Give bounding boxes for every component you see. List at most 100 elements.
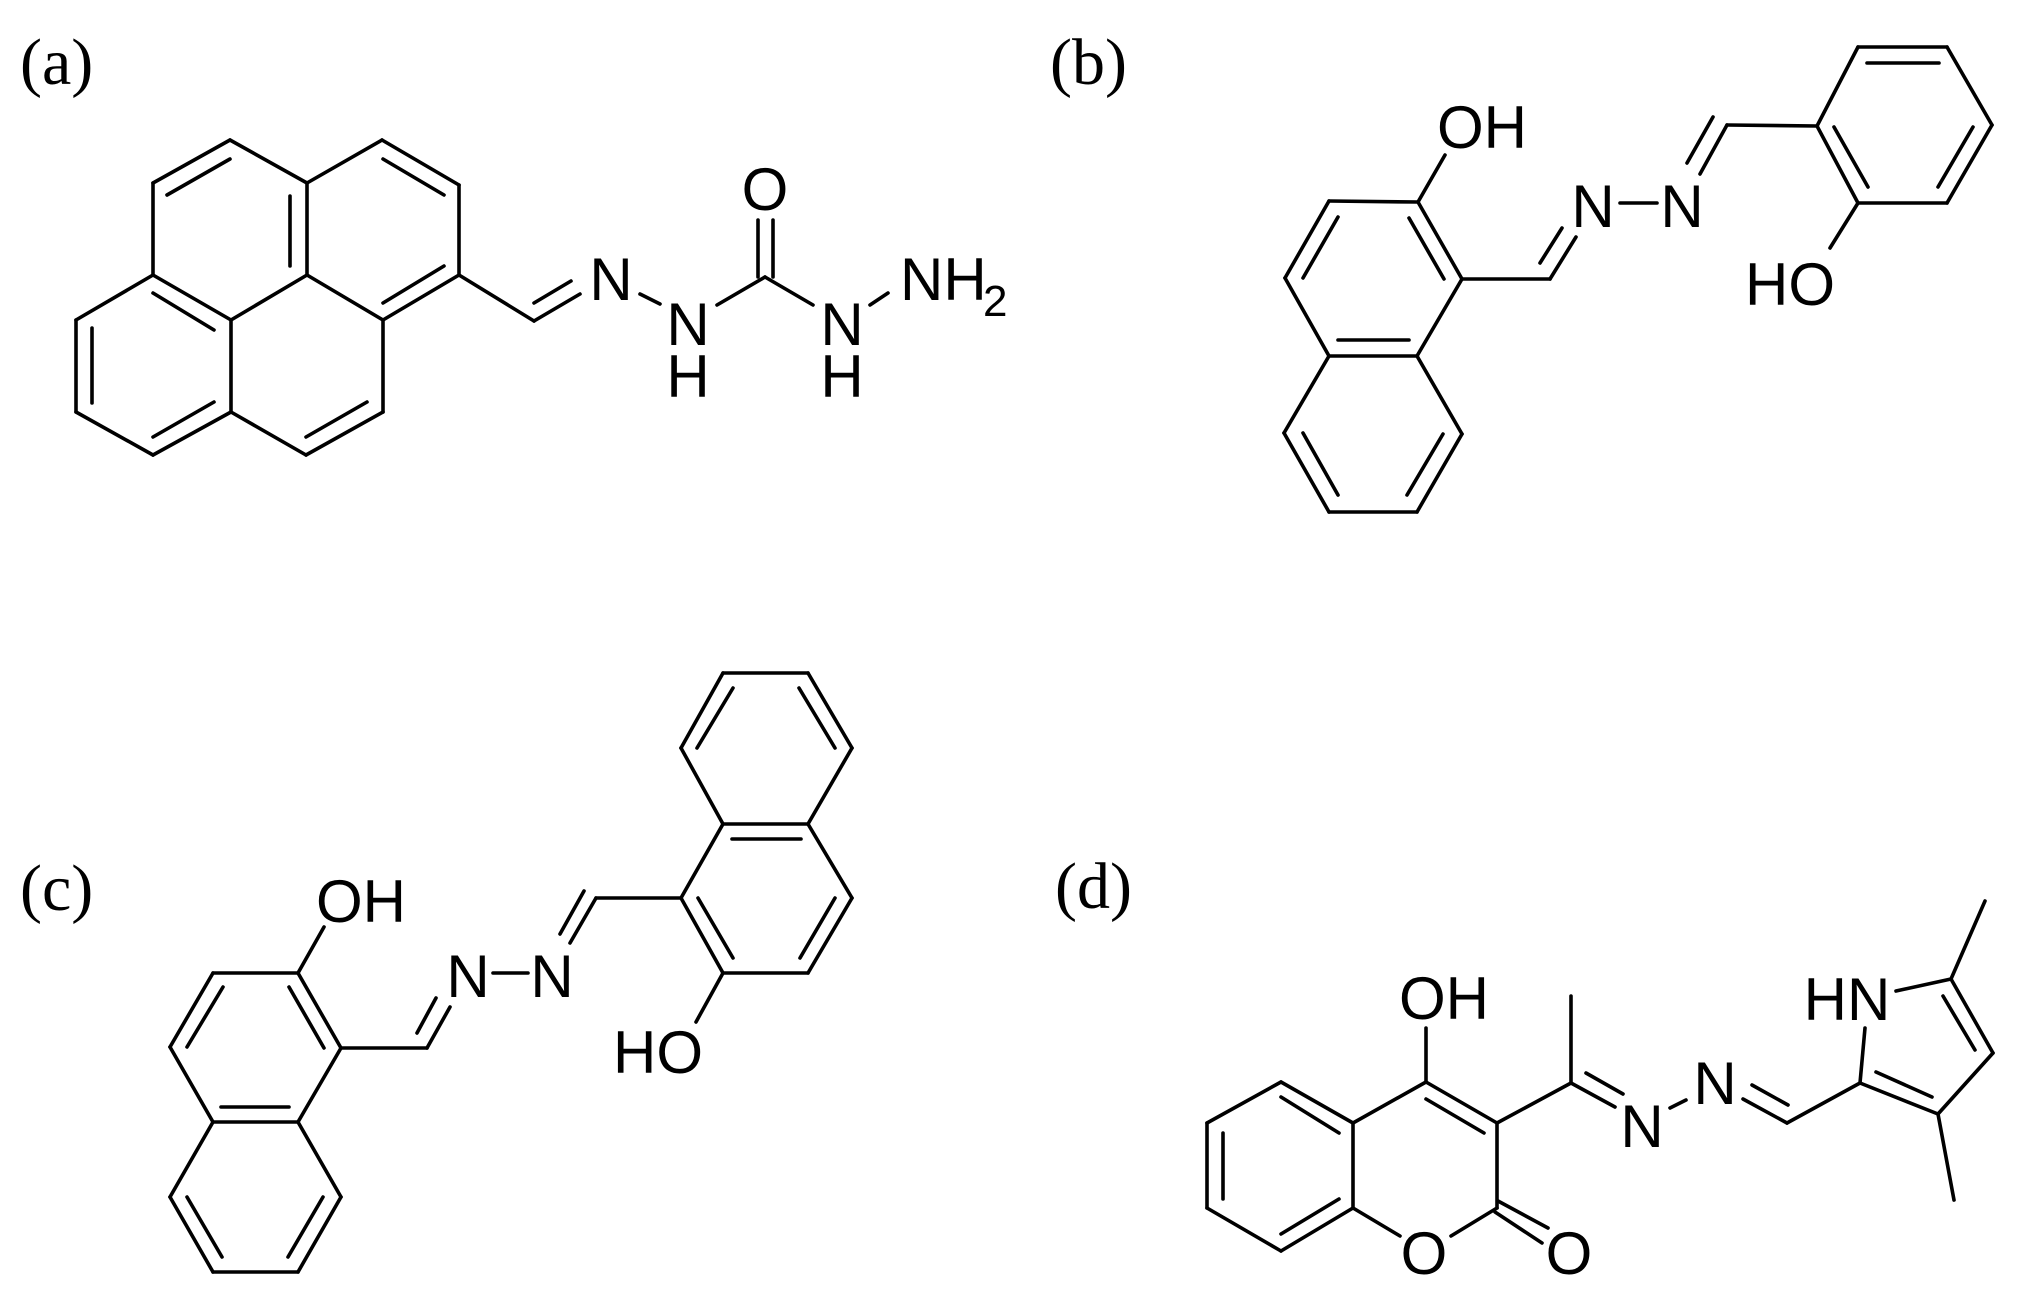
bond-line [1858,1081,1940,1116]
bond-line [1283,276,1331,358]
bond-line [1205,1080,1283,1125]
bond-line [1282,431,1331,514]
atom-label-carbonyl-o: O [742,156,789,223]
bond-line [1685,115,1715,165]
atom-label-nh2-h: H [820,343,863,410]
bond-line [1949,899,1987,981]
panel-label-a: (a) [20,26,93,99]
atom-label-coumarin-oh: OH [1399,965,1489,1032]
bond-line [457,273,536,323]
atom-label-phenol-ho: HO [1745,251,1835,318]
bond-line [679,671,725,750]
bond-line [1279,1197,1341,1236]
bond-line [415,996,438,1035]
bond-line [1449,1206,1499,1238]
bond-line [151,138,232,185]
bond-line [695,686,735,750]
bond-line [74,273,155,322]
bond-line [380,138,461,187]
bond-line [74,410,155,457]
bond-line [296,971,343,1050]
bond-line [806,671,854,750]
bond-line [296,1046,343,1124]
atom-label-nh2-n: N [820,291,863,358]
bond-line [1407,216,1446,281]
bond-line [228,138,309,185]
bond-line [868,291,890,307]
bond-line [1936,1112,1956,1202]
bond-line [763,275,815,307]
atom-label-ring-o: O [1401,1220,1448,1287]
bond-line [1741,1097,1789,1125]
bond-line [1832,125,1870,189]
panel-d: (d) OH O O N N HN [1055,850,1995,1287]
bond-line [696,896,735,960]
bond-line [185,1195,224,1259]
bond-line [1815,124,1860,205]
bond-line [287,985,326,1050]
bond-line [1301,215,1340,280]
bond-line [1493,1210,1544,1245]
bond-line [1424,1097,1486,1135]
bond-line [381,273,461,322]
bond-line [1283,199,1331,280]
bond-line [229,410,308,457]
bond-line [1668,1098,1688,1110]
bond-line [1828,201,1860,250]
atom-label-pyrrole-nh: HN [1804,966,1891,1033]
atom-label-nh-h: H [666,343,709,410]
molecule-c-bonds [168,671,854,1274]
bond-line [1327,199,1420,204]
bond-line [305,273,385,322]
bond-line [532,292,582,323]
bond-line [798,896,837,960]
panel-label-c: (c) [20,852,93,925]
bond-line [1415,432,1464,514]
bond-line [1416,200,1464,281]
bond-line [305,138,384,185]
bond-line [1698,123,1729,176]
bond-line [558,889,586,936]
bond-line [229,273,309,322]
bond-line [1282,354,1331,435]
atom-label-n2: N [1693,1050,1736,1117]
bond-line [296,1120,343,1199]
bond-line [1725,123,1819,128]
bond-line [168,1045,215,1124]
atom-label-n1: N [446,943,489,1010]
bond-line [1548,235,1578,281]
bond-line [151,400,216,439]
bond-line [1569,1081,1617,1109]
bond-line [151,291,216,332]
bond-line [1279,1095,1341,1135]
bond-line [638,292,662,306]
bond-line [1496,1199,1550,1230]
bond-line [1949,977,1995,1055]
bond-line [806,746,854,826]
bond-line [1279,1080,1355,1125]
bond-line [1495,1081,1573,1125]
bond-line [286,1195,325,1259]
atom-label-carbonyl-o: O [1546,1220,1593,1287]
atom-label-n2: N [530,943,573,1010]
bond-line [1279,1206,1355,1253]
atom-label-n2: N [1660,173,1703,240]
panel-c: (c) OH N N HO [20,671,854,1274]
bond-line [1416,153,1447,204]
atom-label-amine: NH [900,246,987,313]
bond-line [1894,977,1953,993]
bond-line [1815,45,1860,128]
bond-line [381,264,446,305]
bond-line [568,896,598,945]
bond-line [806,896,854,975]
molecule-b-bonds [1282,45,1994,514]
molecule-d-bonds [1205,899,1995,1253]
bond-line [1874,1070,1934,1099]
bond-line [1858,1026,1867,1085]
atom-label-n-imine: N [589,246,632,313]
bond-line [1351,1206,1402,1238]
bond-line [1945,45,1994,127]
bond-line [532,279,573,305]
